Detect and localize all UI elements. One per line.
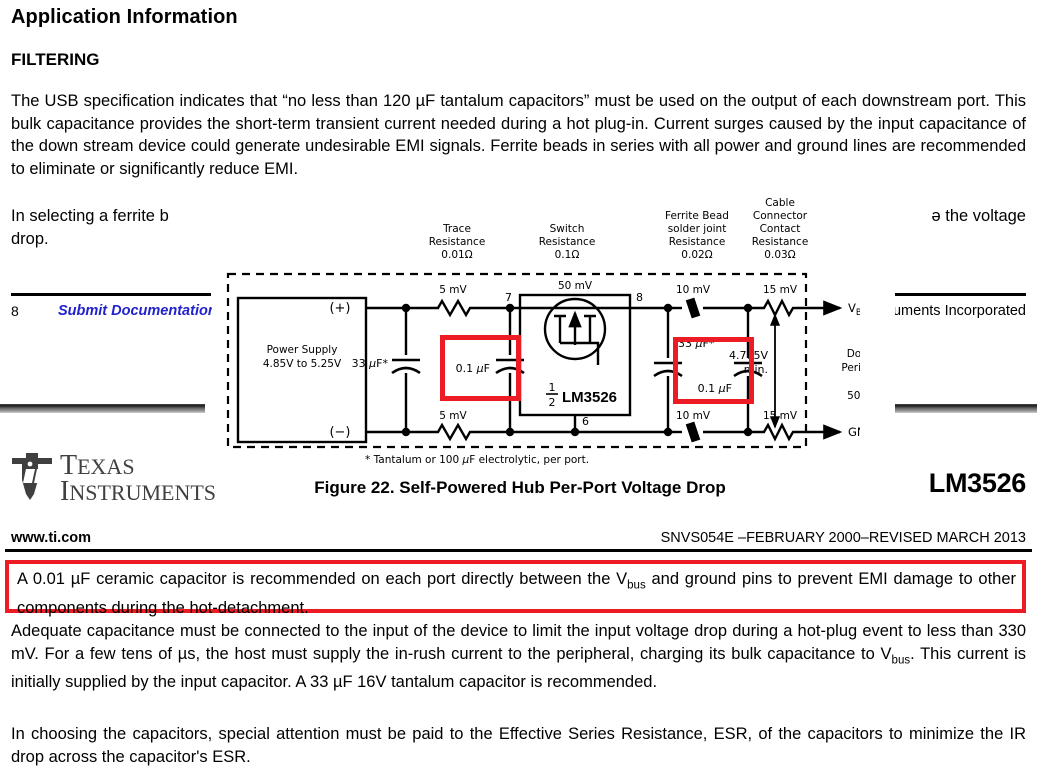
callout-paragraph: A 0.01 µF ceramic capacitor is recommend… (17, 568, 1016, 619)
paragraph-usb-spec: The USB specification indicates that “no… (11, 92, 1026, 178)
svg-text:LM3526: LM3526 (562, 389, 617, 406)
svg-text:0.1Ω: 0.1Ω (555, 249, 580, 261)
ti-logo-texas: TEXAS (60, 450, 135, 481)
footer-rule-left (11, 293, 211, 296)
svg-text:Contact: Contact (760, 223, 801, 235)
footer-copyright: Copyright © 2000–2013, Texas Instruments… (895, 303, 1026, 319)
svg-text:5 mV: 5 mV (439, 284, 467, 296)
svg-text:15 mV: 15 mV (763, 284, 798, 296)
document-id-revision: SNVS054E –FEBRUARY 2000–REVISED MARCH 20… (660, 530, 1026, 546)
svg-text:10 mV: 10 mV (676, 410, 711, 422)
page-title: Application Information (11, 6, 238, 28)
svg-text:Resistance: Resistance (669, 236, 726, 248)
svg-text:6: 6 (582, 415, 589, 428)
highlight-box-output-ceramic-cap (673, 337, 754, 404)
paragraph-esr: In choosing the capacitors, special atte… (11, 725, 1026, 766)
submit-documentation-feedback-link[interactable]: Submit Documentation Feedback (58, 303, 212, 319)
device-part-number: LM3526 (928, 468, 1027, 498)
svg-text:GND: GND (848, 425, 860, 439)
paragraph-3-part-a: Adequate capacitance must be connected t… (11, 622, 1026, 663)
ti-logo-mark (12, 453, 52, 500)
svg-text:Ferrite Bead: Ferrite Bead (665, 210, 729, 222)
header-rule (5, 549, 1032, 552)
paragraph-ferrite-bead-end: ǝ the voltage (931, 207, 1027, 225)
svg-text:1: 1 (549, 381, 556, 394)
svg-text:0.02Ω: 0.02Ω (681, 249, 712, 261)
svg-text:500 mA Max: 500 mA Max (847, 390, 860, 402)
svg-text:solder joint: solder joint (668, 223, 727, 235)
svg-text:7: 7 (505, 291, 512, 304)
svg-text:VBUS: VBUS (848, 301, 860, 318)
footer-page-number: 8 (11, 303, 19, 319)
svg-text:8: 8 (636, 291, 643, 304)
svg-text:Downstream: Downstream (847, 348, 860, 360)
section-heading-filtering: FILTERING (11, 50, 100, 69)
svg-text:Connector: Connector (753, 210, 808, 222)
svg-text:Resistance: Resistance (429, 236, 486, 248)
svg-text:33 μF*: 33 μF* (352, 357, 389, 370)
paragraph-ferrite-bead: In selecting a ferrite b ǝ the voltage d… (11, 205, 1026, 250)
highlighted-callout-box: A 0.01 µF ceramic capacitor is recommend… (5, 560, 1026, 617)
paragraph-ferrite-bead-line2: drop. (11, 229, 49, 248)
svg-text:4.85V to 5.25V: 4.85V to 5.25V (263, 358, 342, 370)
paragraph-adequate-capacitance: Adequate capacitance must be connected t… (11, 620, 1026, 694)
ti-website-link[interactable]: www.ti.com (11, 530, 92, 546)
ti-logo-instruments: INSTRUMENTS (60, 476, 217, 507)
svg-text:(+): (+) (329, 301, 350, 316)
svg-text:Trace: Trace (442, 223, 471, 235)
texas-instruments-logo: TEXAS INSTRUMENTS (8, 450, 216, 507)
svg-text:50 mV: 50 mV (558, 280, 593, 292)
svg-text:Resistance: Resistance (539, 236, 596, 248)
svg-text:Peripheral Port: Peripheral Port (841, 362, 860, 374)
highlight-box-input-ceramic-cap (440, 335, 521, 401)
svg-text:5 mV: 5 mV (439, 410, 467, 422)
figure-caption: Figure 22. Self-Powered Hub Per-Port Vol… (314, 478, 726, 497)
svg-text:0.1 μF: 0.1 μF (456, 362, 490, 375)
svg-text:0.01Ω: 0.01Ω (441, 249, 472, 261)
page-gradient-bar-left (0, 404, 205, 413)
svg-text:2: 2 (549, 396, 556, 409)
svg-text:Resistance: Resistance (752, 236, 809, 248)
callout-text-part1: A 0.01 µF ceramic capacitor is recommend… (17, 570, 628, 588)
svg-text:Switch: Switch (550, 223, 585, 235)
paragraph-3-subscript: bus (891, 653, 911, 666)
svg-text:0.1 μF: 0.1 μF (698, 382, 732, 395)
callout-text-part2: and ground pins to prevent EMI damage to… (17, 570, 1017, 617)
callout-subscript: bus (627, 579, 646, 592)
svg-text:4.785V: 4.785V (729, 349, 768, 362)
page-gradient-bar-right (895, 404, 1037, 413)
svg-text:Power Supply: Power Supply (267, 344, 338, 356)
svg-text:(−): (−) (329, 425, 350, 440)
svg-text:* Tantalum or 100 μF electroly: * Tantalum or 100 μF electrolytic, per p… (365, 454, 589, 466)
footer-rule-right (895, 293, 1026, 296)
svg-text:0.03Ω: 0.03Ω (764, 249, 795, 261)
paragraph-3-part-b: . This current is initially supplied by … (11, 644, 1026, 692)
svg-text:10 mV: 10 mV (676, 284, 711, 296)
svg-text:15 mV: 15 mV (763, 410, 798, 422)
svg-text:Cable: Cable (765, 197, 795, 209)
paragraph-ferrite-bead-start: In selecting a ferrite b (11, 207, 169, 225)
